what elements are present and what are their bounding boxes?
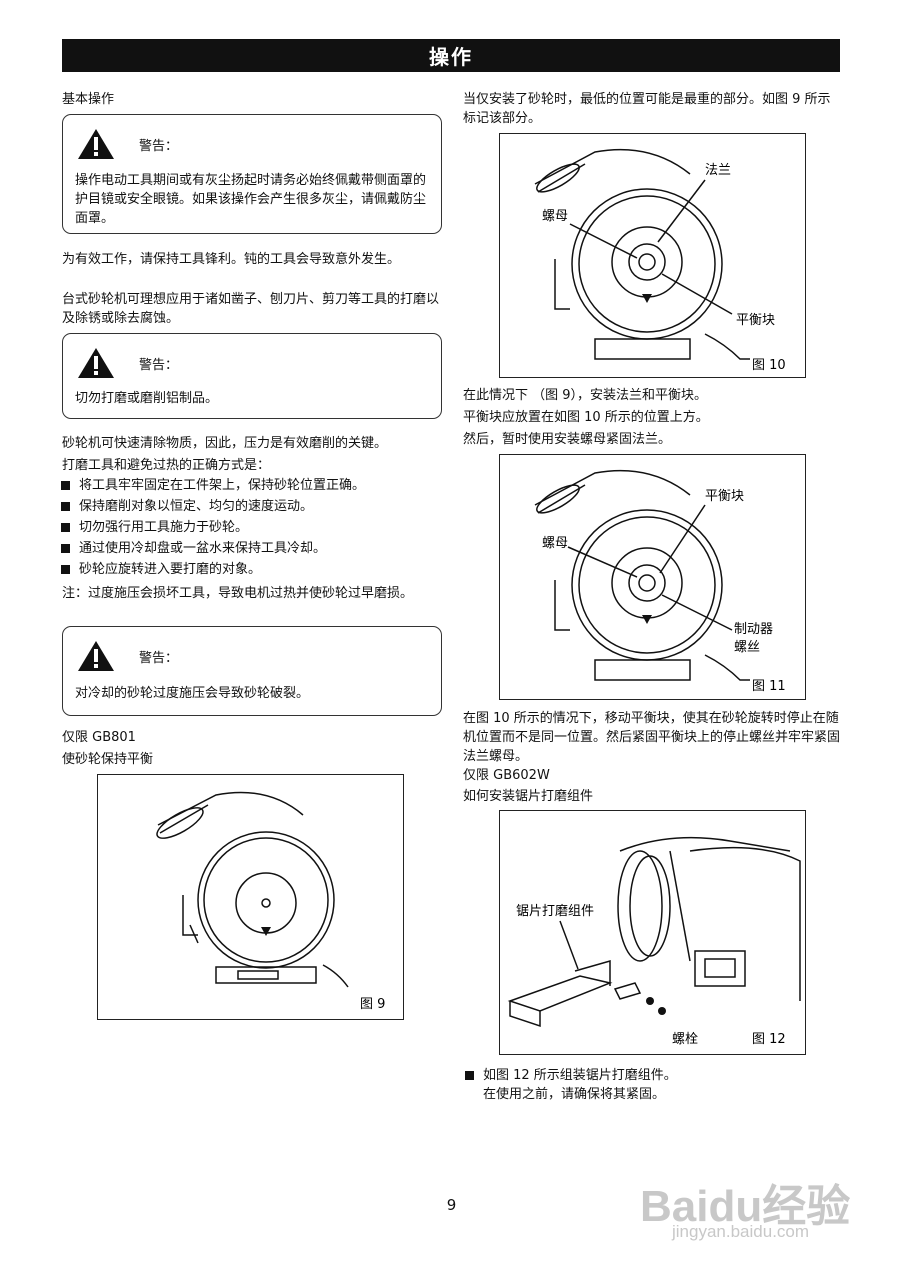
blade-sharpening-assembly-illustration: 锯片打磨组件 螺栓 图 12	[507, 836, 801, 1047]
figure-caption: 图 9	[360, 997, 385, 1012]
paragraph: 在此情况下 （图 9），安装法兰和平衡块。	[463, 388, 708, 403]
warning-icon	[78, 348, 114, 378]
model-note: 仅限 GB801	[62, 730, 136, 745]
label-balancer: 平衡块	[705, 489, 744, 504]
paragraph: 打磨工具和避免过热的正确方式是：	[62, 458, 271, 473]
paragraph: 台式砂轮机可理想应用于诸如凿子、刨刀片、剪刀等工具的打磨以及除锈或除去腐蚀。	[62, 292, 440, 326]
figure-12: 锯片打磨组件 螺栓 图 12	[499, 810, 806, 1055]
list-item: 切勿强行用工具施力于砂轮。	[58, 518, 442, 537]
section-heading: 使砂轮保持平衡	[62, 752, 154, 767]
paragraph: 砂轮机可快速清除物质，因此，压力是有效磨削的关键。	[62, 436, 388, 451]
figure-9: 图 9	[97, 774, 404, 1020]
warning-label: 警告：	[139, 650, 179, 666]
note: 注：过度施压会损坏工具，导致电机过热并使砂轮过早磨损。	[62, 586, 414, 601]
grinder-brake-illustration: 平衡块 螺母 制动器 螺丝 图 11	[534, 469, 786, 694]
page-number: 9	[446, 1196, 457, 1214]
warning-box-2: 警告： 切勿打磨或磨削铝制品。	[62, 333, 442, 419]
label-assembly: 锯片打磨组件	[516, 904, 594, 919]
list-item: 保持磨削对象以恒定、均匀的速度运动。	[58, 497, 442, 516]
grinder-illustration: 图 9	[156, 791, 385, 1012]
paragraph: 为有效工作，请保持工具锋利。钝的工具会导致意外发生。	[62, 252, 401, 267]
grinder-flange-illustration: 法兰 螺母 平衡块 图 10	[534, 148, 786, 373]
model-note: 仅限 GB602W	[463, 768, 550, 783]
label-nut: 螺母	[542, 536, 568, 551]
label-flange: 法兰	[705, 163, 731, 178]
warning-text: 对冷却的砂轮过度施压会导致砂轮破裂。	[75, 686, 310, 701]
label-balancer: 平衡块	[736, 313, 775, 328]
warning-label: 警告：	[139, 357, 179, 373]
figure-caption: 图 10	[752, 358, 786, 373]
watermark-url: jingyan.baidu.com	[672, 1222, 810, 1241]
label-brake: 制动器	[734, 622, 773, 637]
list-item: 通过使用冷却盘或一盆水来保持工具冷却。	[58, 539, 442, 558]
figure-caption: 图 11	[752, 679, 786, 694]
label-screw: 螺丝	[734, 640, 760, 655]
figure-11: 平衡块 螺母 制动器 螺丝 图 11	[499, 454, 806, 700]
section-heading: 如何安装锯片打磨组件	[463, 789, 594, 804]
warning-box-3: 警告： 对冷却的砂轮过度施压会导致砂轮破裂。	[62, 626, 442, 716]
list-item: 砂轮应旋转进入要打磨的对象。	[58, 560, 442, 579]
list-item: 将工具牢牢固定在工件架上，保持砂轮位置正确。	[58, 476, 442, 495]
paragraph: 在图 10 所示的情况下，移动平衡块，使其在砂轮旋转时停止在随机位置而不是同一位…	[463, 711, 841, 764]
warning-text: 切勿打磨或磨削铝制品。	[75, 391, 219, 406]
list-item-continuation: 在使用之前，请确保将其紧固。	[483, 1087, 666, 1102]
figure-caption: 图 12	[752, 1032, 786, 1047]
page-title: 操作	[62, 39, 840, 72]
warning-icon	[78, 129, 114, 159]
label-bolt: 螺栓	[672, 1032, 698, 1047]
bullet-list: 如图 12 所示组装锯片打磨组件。 在使用之前，请确保将其紧固。	[462, 1066, 842, 1104]
paragraph: 平衡块应放置在如图 10 所示的位置上方。	[463, 410, 709, 425]
list-item: 如图 12 所示组装锯片打磨组件。	[462, 1066, 842, 1085]
figure-10: 法兰 螺母 平衡块 图 10	[499, 133, 806, 378]
warning-label: 警告：	[139, 138, 179, 154]
paragraph: 当仅安装了砂轮时，最低的位置可能是最重的部分。如图 9 所示标记该部分。	[463, 92, 831, 126]
warning-icon	[78, 641, 114, 671]
label-nut: 螺母	[542, 209, 568, 224]
warning-box-1: 警告： 操作电动工具期间或有灰尘扬起时请务必始终佩戴带侧面罩的护目镜或安全眼镜。…	[62, 114, 442, 234]
warning-text: 操作电动工具期间或有灰尘扬起时请务必始终佩戴带侧面罩的护目镜或安全眼镜。如果该操…	[75, 173, 427, 226]
section-heading-basic: 基本操作	[62, 92, 115, 107]
paragraph: 然后，暂时使用安装螺母紧固法兰。	[463, 432, 672, 447]
watermark-logo: Baidu经验	[640, 1182, 851, 1231]
bullet-list: 将工具牢牢固定在工件架上，保持砂轮位置正确。 保持磨削对象以恒定、均匀的速度运动…	[58, 476, 442, 581]
